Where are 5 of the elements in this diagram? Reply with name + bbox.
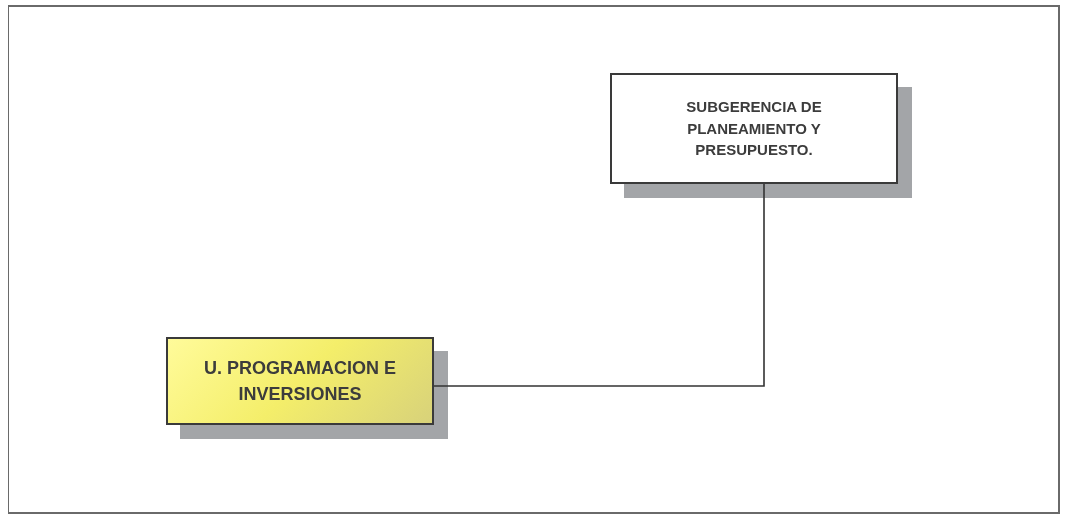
box-label: SUBGERENCIA DE PLANEAMIENTO Y PRESUPUESTO. <box>685 96 823 161</box>
org-box <box>166 337 434 425</box>
box-label: U. PROGRAMACION E INVERSIONES <box>203 356 397 406</box>
connector-line <box>433 183 765 387</box>
org-box <box>610 73 898 184</box>
